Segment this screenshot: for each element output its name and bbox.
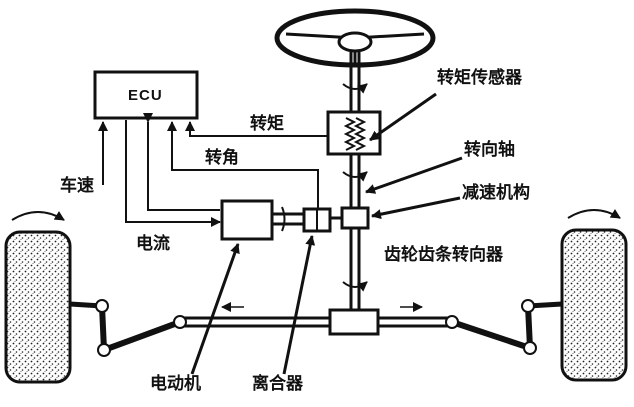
reduction-mechanism [340,206,370,230]
current-label: 电流 [136,234,170,254]
right-wheel [560,209,628,382]
signal-lines [98,113,328,227]
torque-sensor [326,110,382,156]
steering-angle-label: 转角 [205,148,239,168]
motor-label: 电动机 [150,374,201,394]
vehicle-speed-label: 车速 [60,176,94,196]
torque-label: 转矩 [250,114,284,134]
steering-wheel [274,8,436,68]
rack-and-linkage [69,299,563,357]
rack-pinion-label: 齿轮齿条转向器 [384,245,503,265]
clutch [302,207,342,233]
leader-arrows [190,92,463,375]
steering-shaft [342,52,368,312]
ecu-box [93,70,199,120]
clutch-label: 离合器 [252,374,303,394]
reduction-mechanism-label: 减速机构 [462,183,530,203]
left-wheel [4,211,72,384]
steering-shaft-label: 转向轴 [464,140,515,160]
electric-motor [220,199,304,241]
ecu-label: ECU [128,87,163,104]
torque-sensor-label: 转矩传感器 [437,68,522,88]
